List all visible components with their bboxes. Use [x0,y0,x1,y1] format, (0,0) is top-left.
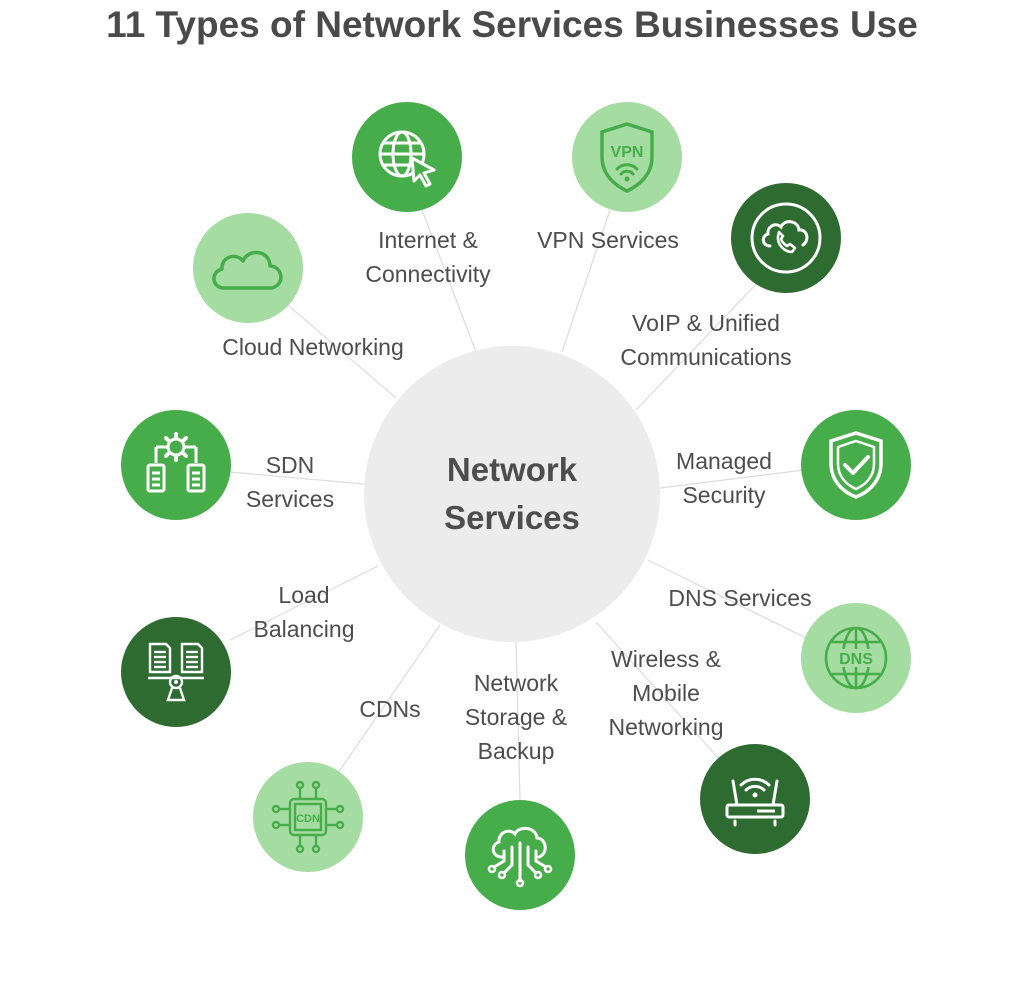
dns-globe-icon: DNS [824,626,888,690]
hub-label-line2: Services [444,499,580,536]
sdn-services-node [121,410,231,520]
label-vpn-services: VPN Services [537,227,679,253]
label-sdn-services: SDN Services [245,452,335,512]
vpn-shield-icon: VPN [600,122,654,193]
managed-security-node [801,410,911,520]
cdns-node: CDN [253,762,363,872]
cloud-networking-node [193,213,303,323]
page-title: 11 Types of Network Services Businesses … [106,4,918,45]
hub-label-line1: Network [446,451,578,488]
hub-label: Network Services [364,446,660,542]
wifi-router-icon [725,777,785,827]
label-voip: VoIP & Unified Communications [620,310,792,370]
wireless-node [700,744,810,854]
voip-node [731,183,841,293]
vpn-services-node: VPN [572,102,682,212]
label-managed-security: Managed Security [676,448,772,508]
load-balancing-node [121,617,231,727]
label-internet-connectivity: Internet & Connectivity [365,227,491,287]
cloud-network-icon [487,826,553,888]
load-balancer-icon [148,642,204,702]
label-dns-services: DNS Services [668,585,812,611]
network-storage-node [465,800,575,910]
network-services-hub: Network Services [364,346,660,642]
internet-connectivity-node [352,102,462,212]
cdn-chip-icon: CDN [271,780,345,854]
sdn-gear-icon [146,432,206,493]
cloud-phone-icon [750,202,822,274]
label-cdns: CDNs [359,696,421,722]
cdn-icon-text: CDN [296,813,320,825]
label-network-storage: Network Storage & Backup [464,670,568,764]
shield-check-icon [829,431,883,499]
dns-services-node: DNS [801,603,911,713]
label-wireless: Wireless & Mobile Networking [608,646,724,740]
dns-icon-text: DNS [839,651,873,668]
cloud-icon [212,250,283,290]
label-load-balancing: Load Balancing [253,582,355,642]
globe-cursor-icon [378,130,436,188]
label-cloud-networking: Cloud Networking [222,334,404,360]
vpn-icon-text: VPN [611,144,644,161]
